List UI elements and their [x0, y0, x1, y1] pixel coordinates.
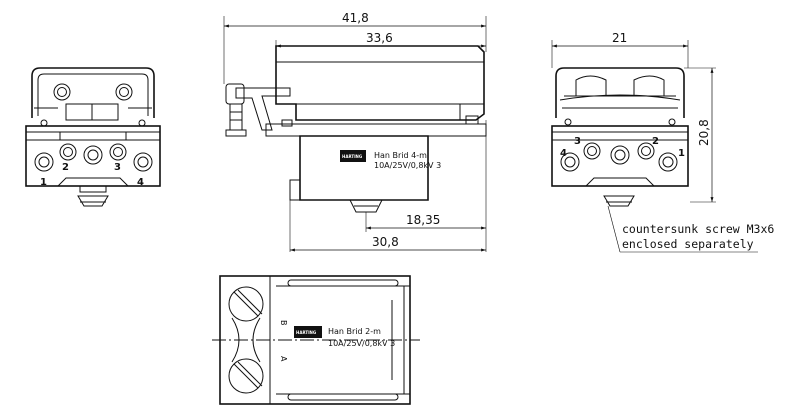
dim-base-length: 30,8 — [372, 235, 399, 249]
side-product-name: Han Brid 4-m — [374, 151, 427, 160]
rear-pin-2: 2 — [652, 136, 659, 147]
dim-height: 20,8 — [697, 119, 711, 146]
front-view: 1 2 3 4 — [25, 67, 161, 207]
dim-width: 21 — [612, 31, 627, 45]
rear-view: 4 3 2 1 — [551, 67, 689, 207]
front-pin-2: 2 — [62, 162, 69, 173]
front-pin-1: 1 — [40, 177, 47, 188]
dim-overall-length: 41,8 — [342, 11, 369, 25]
top-view: B A HARTING Han Brid 2-m 10A/25V/0,8kV 3 — [212, 275, 420, 405]
rear-pin-1: 1 — [678, 148, 685, 159]
top-rating: 10A/25V/0,8kV 3 — [328, 339, 395, 348]
marker-a: A — [279, 356, 288, 362]
front-pin-4: 4 — [137, 177, 144, 188]
dimensions: 41,8 33,6 18,35 30,8 21 20,8 — [223, 11, 716, 252]
dim-body-length: 33,6 — [366, 31, 393, 45]
top-brand-logo: HARTING — [296, 330, 316, 335]
top-product-name: Han Brid 2-m — [328, 327, 381, 336]
dim-screw-offset: 18,35 — [406, 213, 440, 227]
screw-note: countersunk screw M3x6 enclosed separate… — [607, 205, 774, 253]
note-line-1: countersunk screw M3x6 — [622, 222, 774, 236]
rear-pin-3: 3 — [574, 136, 581, 147]
note-line-2: enclosed separately — [622, 237, 754, 251]
side-rating: 10A/25V/0,8kV 3 — [374, 161, 441, 170]
side-view: HARTING Han Brid 4-m 10A/25V/0,8kV 3 — [225, 45, 487, 213]
rear-pin-4: 4 — [560, 148, 567, 159]
side-brand-logo: HARTING — [342, 154, 362, 159]
marker-b: B — [279, 320, 288, 326]
front-pin-3: 3 — [114, 162, 121, 173]
